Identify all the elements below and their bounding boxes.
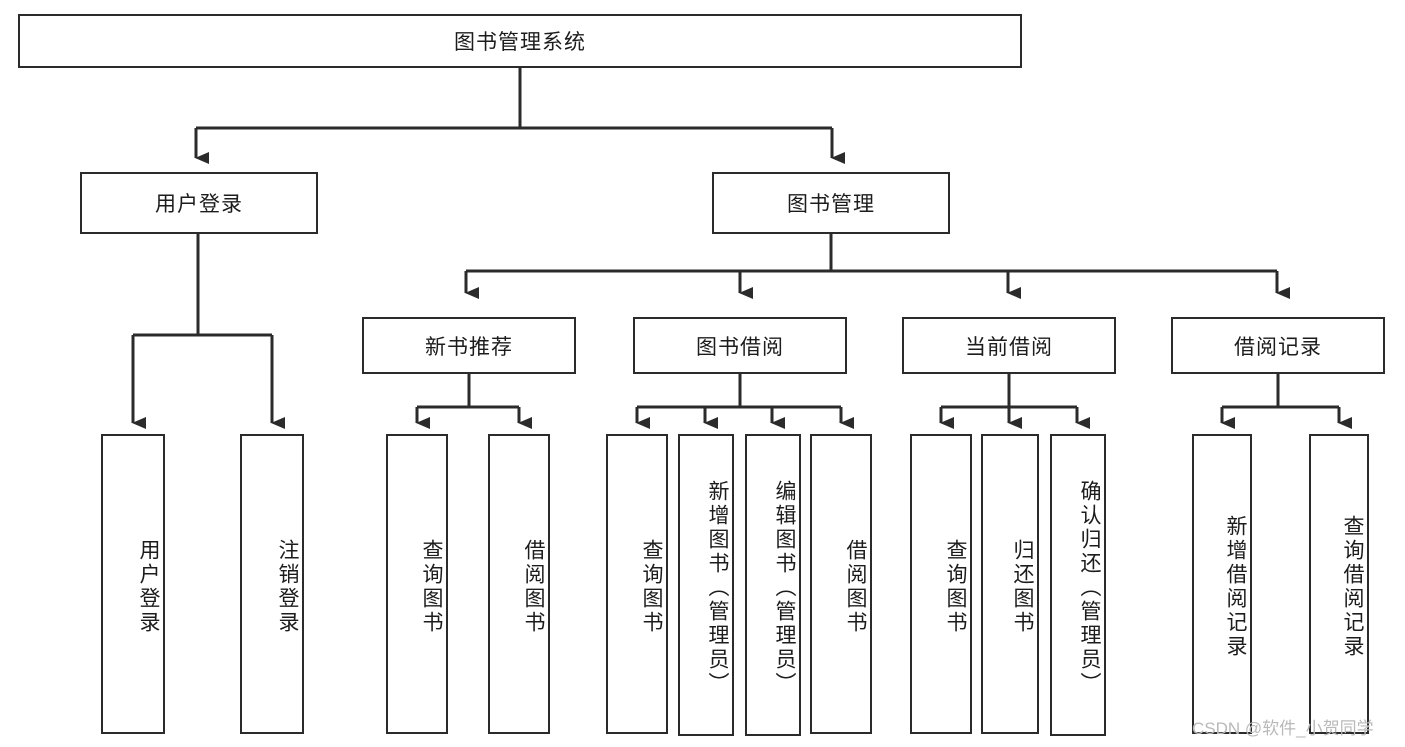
node-leaf-confirm-return[interactable]: 确认归还（管理员） [1050,434,1106,736]
node-root[interactable]: 图书管理系统 [18,14,1022,68]
node-root-label: 图书管理系统 [454,31,586,54]
node-leaf-edit-book[interactable]: 编辑图书（管理员） [745,434,801,736]
node-leaf-edit-book-label: 编辑图书（管理员） [773,480,796,696]
node-leaf-query-record[interactable]: 查询借阅记录 [1309,434,1369,734]
node-leaf-query-book-2-label: 查询图书 [640,539,663,635]
node-leaf-borrow-book-1-label: 借阅图书 [522,539,545,635]
node-book-manage-label: 图书管理 [787,193,875,216]
node-leaf-return-book[interactable]: 归还图书 [981,434,1039,734]
node-leaf-query-book-1[interactable]: 查询图书 [386,434,448,734]
node-leaf-query-book-1-label: 查询图书 [420,539,443,635]
node-leaf-borrow-book-2-label: 借阅图书 [844,539,867,635]
node-leaf-user-logout[interactable]: 注销登录 [240,434,304,734]
node-user-login-label: 用户登录 [155,193,243,216]
node-leaf-query-book-2[interactable]: 查询图书 [606,434,668,734]
node-leaf-query-book-3-label: 查询图书 [944,539,967,635]
node-current-borrow[interactable]: 当前借阅 [902,317,1116,374]
node-book-manage[interactable]: 图书管理 [712,172,950,234]
node-leaf-add-book-label: 新增图书（管理员） [706,480,729,696]
node-leaf-borrow-book-2[interactable]: 借阅图书 [810,434,872,734]
node-new-book-recommend-label: 新书推荐 [425,335,513,359]
node-leaf-user-login[interactable]: 用户登录 [101,434,165,734]
node-current-borrow-label: 当前借阅 [965,335,1053,359]
node-leaf-query-book-3[interactable]: 查询图书 [910,434,972,734]
node-user-login[interactable]: 用户登录 [80,172,318,234]
node-leaf-add-record[interactable]: 新增借阅记录 [1192,434,1252,734]
node-leaf-query-record-label: 查询借阅记录 [1341,515,1364,659]
node-leaf-return-book-label: 归还图书 [1011,539,1034,635]
node-new-book-recommend[interactable]: 新书推荐 [362,317,576,374]
node-borrow-record[interactable]: 借阅记录 [1171,317,1385,374]
watermark: CSDN @软件_小贺同学 [1192,719,1374,738]
node-book-borrow[interactable]: 图书借阅 [633,317,847,374]
node-leaf-borrow-book-1[interactable]: 借阅图书 [488,434,550,734]
node-leaf-confirm-return-label: 确认归还（管理员） [1078,480,1101,696]
node-leaf-add-record-label: 新增借阅记录 [1224,515,1247,659]
node-borrow-record-label: 借阅记录 [1234,335,1322,359]
node-book-borrow-label: 图书借阅 [696,335,784,359]
node-leaf-user-logout-label: 注销登录 [276,539,299,635]
node-leaf-add-book[interactable]: 新增图书（管理员） [678,434,734,736]
node-leaf-user-login-label: 用户登录 [137,539,160,635]
